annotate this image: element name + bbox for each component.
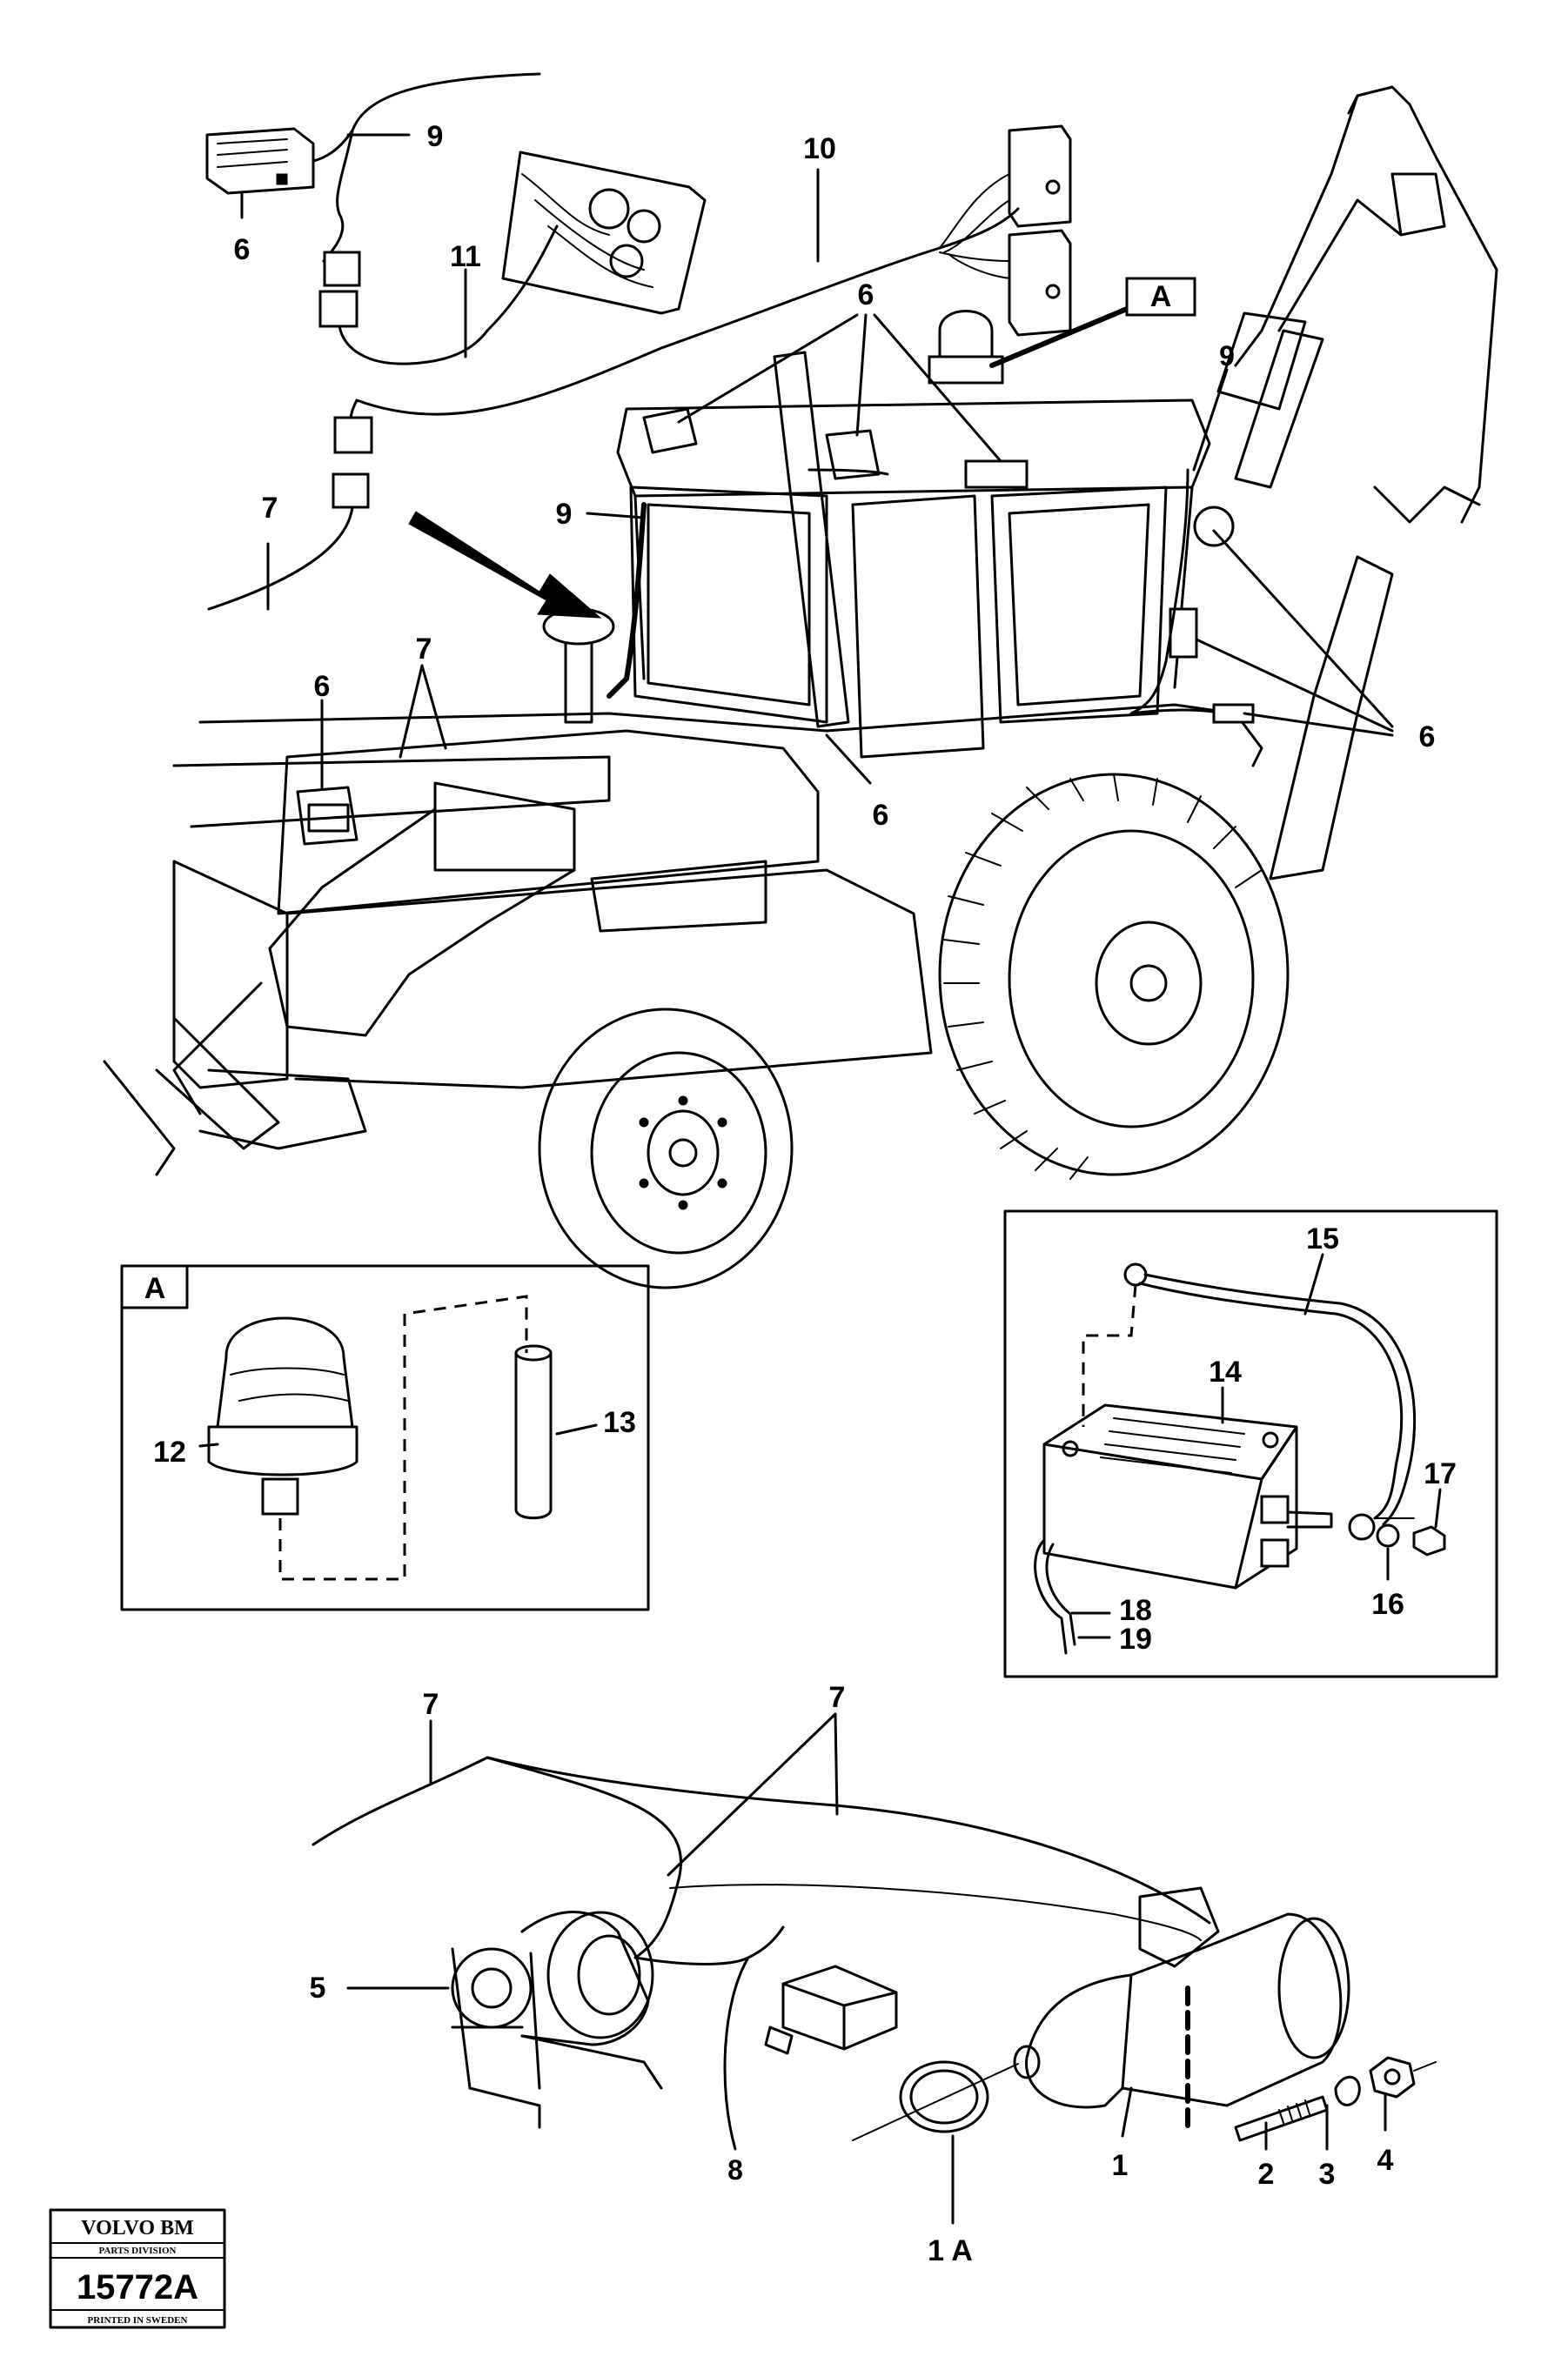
callout-13: 13	[603, 1406, 636, 1439]
callout-6-rear: 6	[1419, 720, 1436, 753]
backhoe-loader-drawing	[103, 85, 1498, 1289]
logo-printed: PRINTED IN SWEDEN	[88, 2315, 188, 2326]
callout-5: 5	[310, 1972, 326, 2005]
callout-14: 14	[1209, 1356, 1242, 1389]
callout-1: 1	[1112, 2149, 1129, 2182]
bottom-engine-group: 5 8 1 2 3 4 1 A 7	[310, 1681, 1437, 2267]
callout-2: 2	[1258, 2158, 1275, 2191]
callout-A-main: A	[1150, 280, 1172, 313]
callout-1A: 1 A	[928, 2234, 973, 2267]
callout-15: 15	[1306, 1222, 1339, 1255]
callout-7-harness: 7	[262, 492, 278, 525]
callout-12: 12	[153, 1436, 186, 1469]
callout-6-front: 6	[314, 670, 331, 703]
callout-17: 17	[1424, 1457, 1457, 1490]
rear-lamp-small	[205, 127, 315, 195]
detail-a-tag: A	[144, 1272, 166, 1305]
detail-regulator-box: 15 14 17 16 18 19	[1003, 1209, 1498, 1678]
detail-a-pointer: A	[989, 277, 1196, 368]
callout-9-cab: 9	[556, 498, 573, 531]
callout-10: 10	[803, 132, 836, 165]
callout-11: 11	[450, 240, 481, 273]
callout-9-rear: 9	[1219, 340, 1235, 372]
callout-7-front: 7	[416, 633, 432, 666]
logo-number: 15772A	[77, 2268, 198, 2307]
callout-4: 4	[1377, 2144, 1394, 2177]
callout-19: 19	[1119, 1623, 1152, 1656]
callout-7-bottom-right: 7	[829, 1681, 846, 1714]
callout-9-top: 9	[427, 120, 444, 153]
logo-brand: VOLVO BM	[81, 2217, 194, 2240]
callout-8: 8	[727, 2154, 743, 2186]
volvo-bm-logo: VOLVO BM PARTS DIVISION 15772A PRINTED I…	[49, 2208, 226, 2329]
detail-a-box: A 12 13	[120, 1264, 650, 1611]
top-callouts: 9 6 11 10 6 9 9 7 6 7 6 6	[234, 120, 1436, 832]
callout-6-step: 6	[873, 799, 889, 832]
callout-6-roof: 6	[858, 278, 874, 311]
callout-3: 3	[1319, 2158, 1336, 2191]
callout-18: 18	[1119, 1594, 1152, 1627]
callout-6-top: 6	[234, 233, 251, 266]
logo-division: PARTS DIVISION	[99, 2246, 177, 2256]
callout-7-bottom-left: 7	[423, 1688, 439, 1721]
callout-16: 16	[1371, 1588, 1404, 1621]
